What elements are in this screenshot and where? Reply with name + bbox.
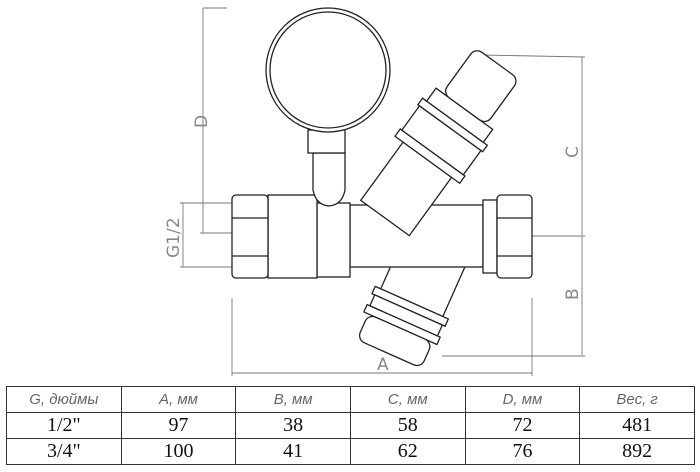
- cell-g: 3/4": [6, 438, 122, 465]
- cell-c: 62: [349, 438, 466, 465]
- dimension-a: A: [231, 298, 533, 376]
- header-d: D, мм: [464, 386, 581, 413]
- table-row: 3/4" 100 41 62 76 892: [6, 438, 695, 465]
- dimension-d-label: D: [192, 115, 212, 128]
- cell-weight: 892: [579, 438, 695, 465]
- table-row: 1/2" 97 38 58 72 481: [6, 412, 695, 439]
- cell-b: 38: [235, 412, 351, 439]
- dimensions-table: G, дюймы A, мм B, мм C, мм D, мм Вес, г …: [6, 386, 695, 465]
- valve-technical-drawing: D G1/2 C B A: [164, 7, 586, 376]
- lower-filter: [358, 231, 469, 367]
- dimension-b-label: B: [563, 288, 583, 300]
- valve-body: [231, 194, 533, 279]
- dimension-c-label: C: [563, 146, 583, 158]
- dimension-a-label: A: [377, 355, 389, 375]
- cell-g: 1/2": [6, 412, 122, 439]
- dimension-d: D: [192, 7, 232, 234]
- cell-b: 41: [235, 438, 351, 465]
- header-g: G, дюймы: [6, 386, 122, 413]
- cell-a: 97: [120, 412, 237, 439]
- cell-d: 76: [464, 438, 581, 465]
- cell-weight: 481: [579, 412, 695, 439]
- cell-a: 100: [120, 438, 237, 465]
- table-header-row: G, дюймы A, мм B, мм C, мм D, мм Вес, г: [6, 386, 695, 413]
- upper-filter: [359, 50, 517, 237]
- header-b: B, мм: [235, 386, 351, 413]
- cell-d: 72: [464, 412, 581, 439]
- dimension-b: B: [442, 236, 585, 357]
- header-a: A, мм: [120, 386, 237, 413]
- dimension-g-label: G1/2: [164, 217, 184, 258]
- header-c: C, мм: [349, 386, 466, 413]
- pressure-gauge: [265, 7, 391, 207]
- header-weight: Вес, г: [579, 386, 695, 413]
- dimension-g: G1/2: [164, 202, 232, 268]
- cell-c: 58: [349, 412, 466, 439]
